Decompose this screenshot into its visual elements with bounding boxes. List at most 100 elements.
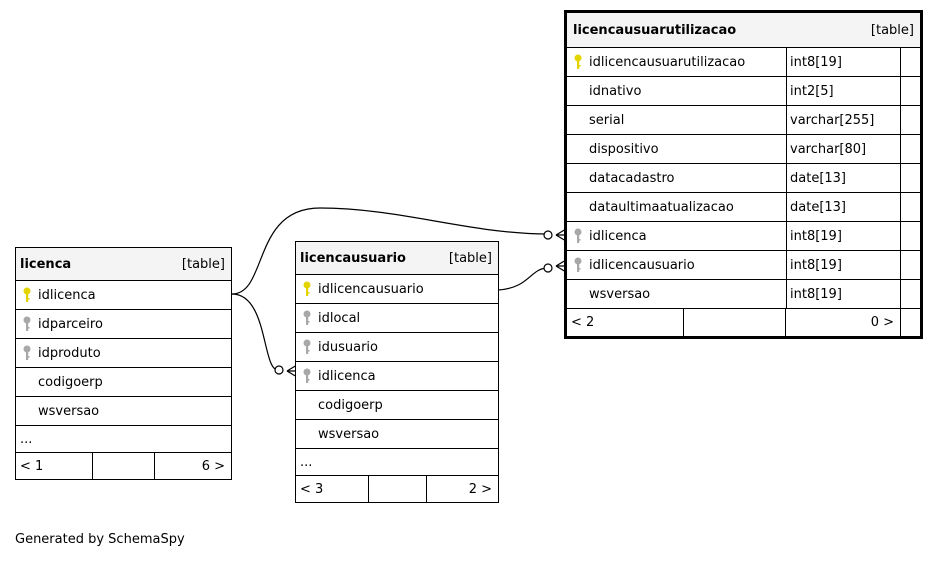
column-type: int8[19]: [786, 48, 901, 76]
column-name-cell: wsversao: [567, 280, 786, 308]
column-type: int8[19]: [786, 280, 901, 308]
column-name: dataultimaatualizacao: [589, 199, 734, 215]
relationship-line-licenca-utilizacao: [231, 207, 549, 295]
column-row[interactable]: codigoerp: [16, 368, 231, 397]
footer-right-gutter: [901, 309, 920, 336]
column-row[interactable]: dispositivo varchar[80]: [567, 135, 920, 164]
column-name-cell: idnativo: [567, 77, 786, 105]
footer-spacer: [369, 476, 427, 502]
table-header[interactable]: licencausuarutilizacao [table]: [567, 13, 920, 48]
column-name: idusuario: [318, 339, 378, 355]
column-list: idlicenca idparceiro idproduto codigoerp wsv…: [16, 281, 231, 426]
column-name: dispositivo: [589, 141, 659, 157]
column-name: wsversao: [589, 286, 651, 302]
column-row[interactable]: idlocal: [296, 304, 498, 333]
column-row[interactable]: idproduto: [16, 339, 231, 368]
column-name-cell: idlicenca: [567, 222, 786, 250]
table-licenca[interactable]: licenca [table] idlicenca idparceiro idpro…: [15, 247, 232, 480]
column-name-cell: idlicenca: [296, 362, 376, 390]
column-type: int8[19]: [786, 251, 901, 279]
column-name-cell: datacadastro: [567, 164, 786, 192]
column-row[interactable]: wsversao int8[19]: [567, 280, 920, 309]
parents-count[interactable]: < 1: [16, 453, 93, 479]
column-name-cell: idlicencausuario: [296, 275, 424, 303]
parents-count[interactable]: < 3: [296, 476, 369, 502]
column-type: int8[19]: [786, 222, 901, 250]
column-name-cell: dispositivo: [567, 135, 786, 163]
relationship-line-licencausuario-utilizacao: [497, 267, 549, 291]
foreign-key-icon: [567, 257, 589, 273]
column-name: idlicenca: [589, 228, 647, 244]
column-type: date[13]: [786, 164, 901, 192]
table-kind: [table]: [448, 250, 492, 266]
column-type: varchar[255]: [786, 106, 901, 134]
children-count[interactable]: 0 >: [786, 309, 901, 336]
foreign-key-icon: [16, 316, 38, 332]
column-row[interactable]: idnativo int2[5]: [567, 77, 920, 106]
more-columns-ellipsis: ...: [296, 449, 498, 476]
column-row[interactable]: serial varchar[255]: [567, 106, 920, 135]
column-name-cell: wsversao: [16, 397, 99, 425]
column-row[interactable]: idlicencausuario: [296, 275, 498, 304]
column-row[interactable]: idlicenca: [16, 281, 231, 310]
relationship-line-licenca-licencausuario: [231, 293, 279, 371]
column-name: idlicencausuario: [589, 257, 695, 273]
column-name-cell: codigoerp: [16, 368, 103, 396]
column-type: int2[5]: [786, 77, 901, 105]
table-name: licenca: [20, 256, 72, 272]
column-row[interactable]: wsversao: [296, 420, 498, 449]
column-name-cell: idlicencausuario: [567, 251, 786, 279]
relationship-optional-marker: [543, 263, 553, 273]
column-row[interactable]: idlicencausuarutilizacao int8[19]: [567, 48, 920, 77]
relationship-optional-marker: [274, 365, 284, 375]
footer-spacer: [93, 453, 155, 479]
column-name-cell: idlicencausuarutilizacao: [567, 48, 786, 76]
column-name: wsversao: [38, 403, 100, 419]
parents-count[interactable]: < 2: [567, 309, 684, 336]
foreign-key-icon: [296, 368, 318, 384]
column-name-cell: idlocal: [296, 304, 360, 332]
column-name-cell: wsversao: [296, 420, 379, 448]
column-name: idlocal: [318, 310, 361, 326]
column-name: idlicenca: [38, 287, 96, 303]
table-footer: < 2 0 >: [567, 309, 920, 336]
table-name: licencausuario: [300, 250, 406, 266]
foreign-key-icon: [16, 345, 38, 361]
column-name-cell: idusuario: [296, 333, 378, 361]
children-count[interactable]: 2 >: [468, 481, 492, 497]
column-name: idnativo: [589, 83, 642, 99]
column-name: serial: [589, 112, 625, 128]
relationship-optional-marker: [543, 230, 553, 240]
column-type: varchar[80]: [786, 135, 901, 163]
column-name: codigoerp: [318, 397, 383, 413]
column-name: wsversao: [318, 426, 380, 442]
table-kind: [table]: [870, 22, 914, 38]
column-name: idlicencausuarutilizacao: [589, 54, 746, 70]
table-licencausuario[interactable]: licencausuario [table] idlicencausuario i…: [295, 241, 499, 503]
table-footer: < 3 2 >: [296, 476, 498, 502]
column-row[interactable]: idparceiro: [16, 310, 231, 339]
column-row[interactable]: idusuario: [296, 333, 498, 362]
column-name: idparceiro: [38, 316, 103, 332]
table-header[interactable]: licencausuario [table]: [296, 242, 498, 275]
table-licencausuarutilizacao[interactable]: licencausuarutilizacao [table] idlicenca…: [564, 10, 923, 339]
table-name: licencausuarutilizacao: [573, 22, 737, 38]
column-row[interactable]: idlicenca: [296, 362, 498, 391]
foreign-key-icon: [567, 228, 589, 244]
table-footer: < 1 6 >: [16, 453, 231, 479]
column-row[interactable]: wsversao: [16, 397, 231, 426]
primary-key-icon: [296, 281, 318, 297]
children-count[interactable]: 6 >: [201, 458, 225, 474]
column-row[interactable]: codigoerp: [296, 391, 498, 420]
column-name-cell: dataultimaatualizacao: [567, 193, 786, 221]
column-name: codigoerp: [38, 374, 103, 390]
table-header[interactable]: licenca [table]: [16, 248, 231, 281]
more-columns-ellipsis: ...: [16, 426, 231, 453]
column-name-cell: serial: [567, 106, 786, 134]
column-row[interactable]: idlicencausuario int8[19]: [567, 251, 920, 280]
foreign-key-icon: [296, 339, 318, 355]
column-row[interactable]: idlicenca int8[19]: [567, 222, 920, 251]
